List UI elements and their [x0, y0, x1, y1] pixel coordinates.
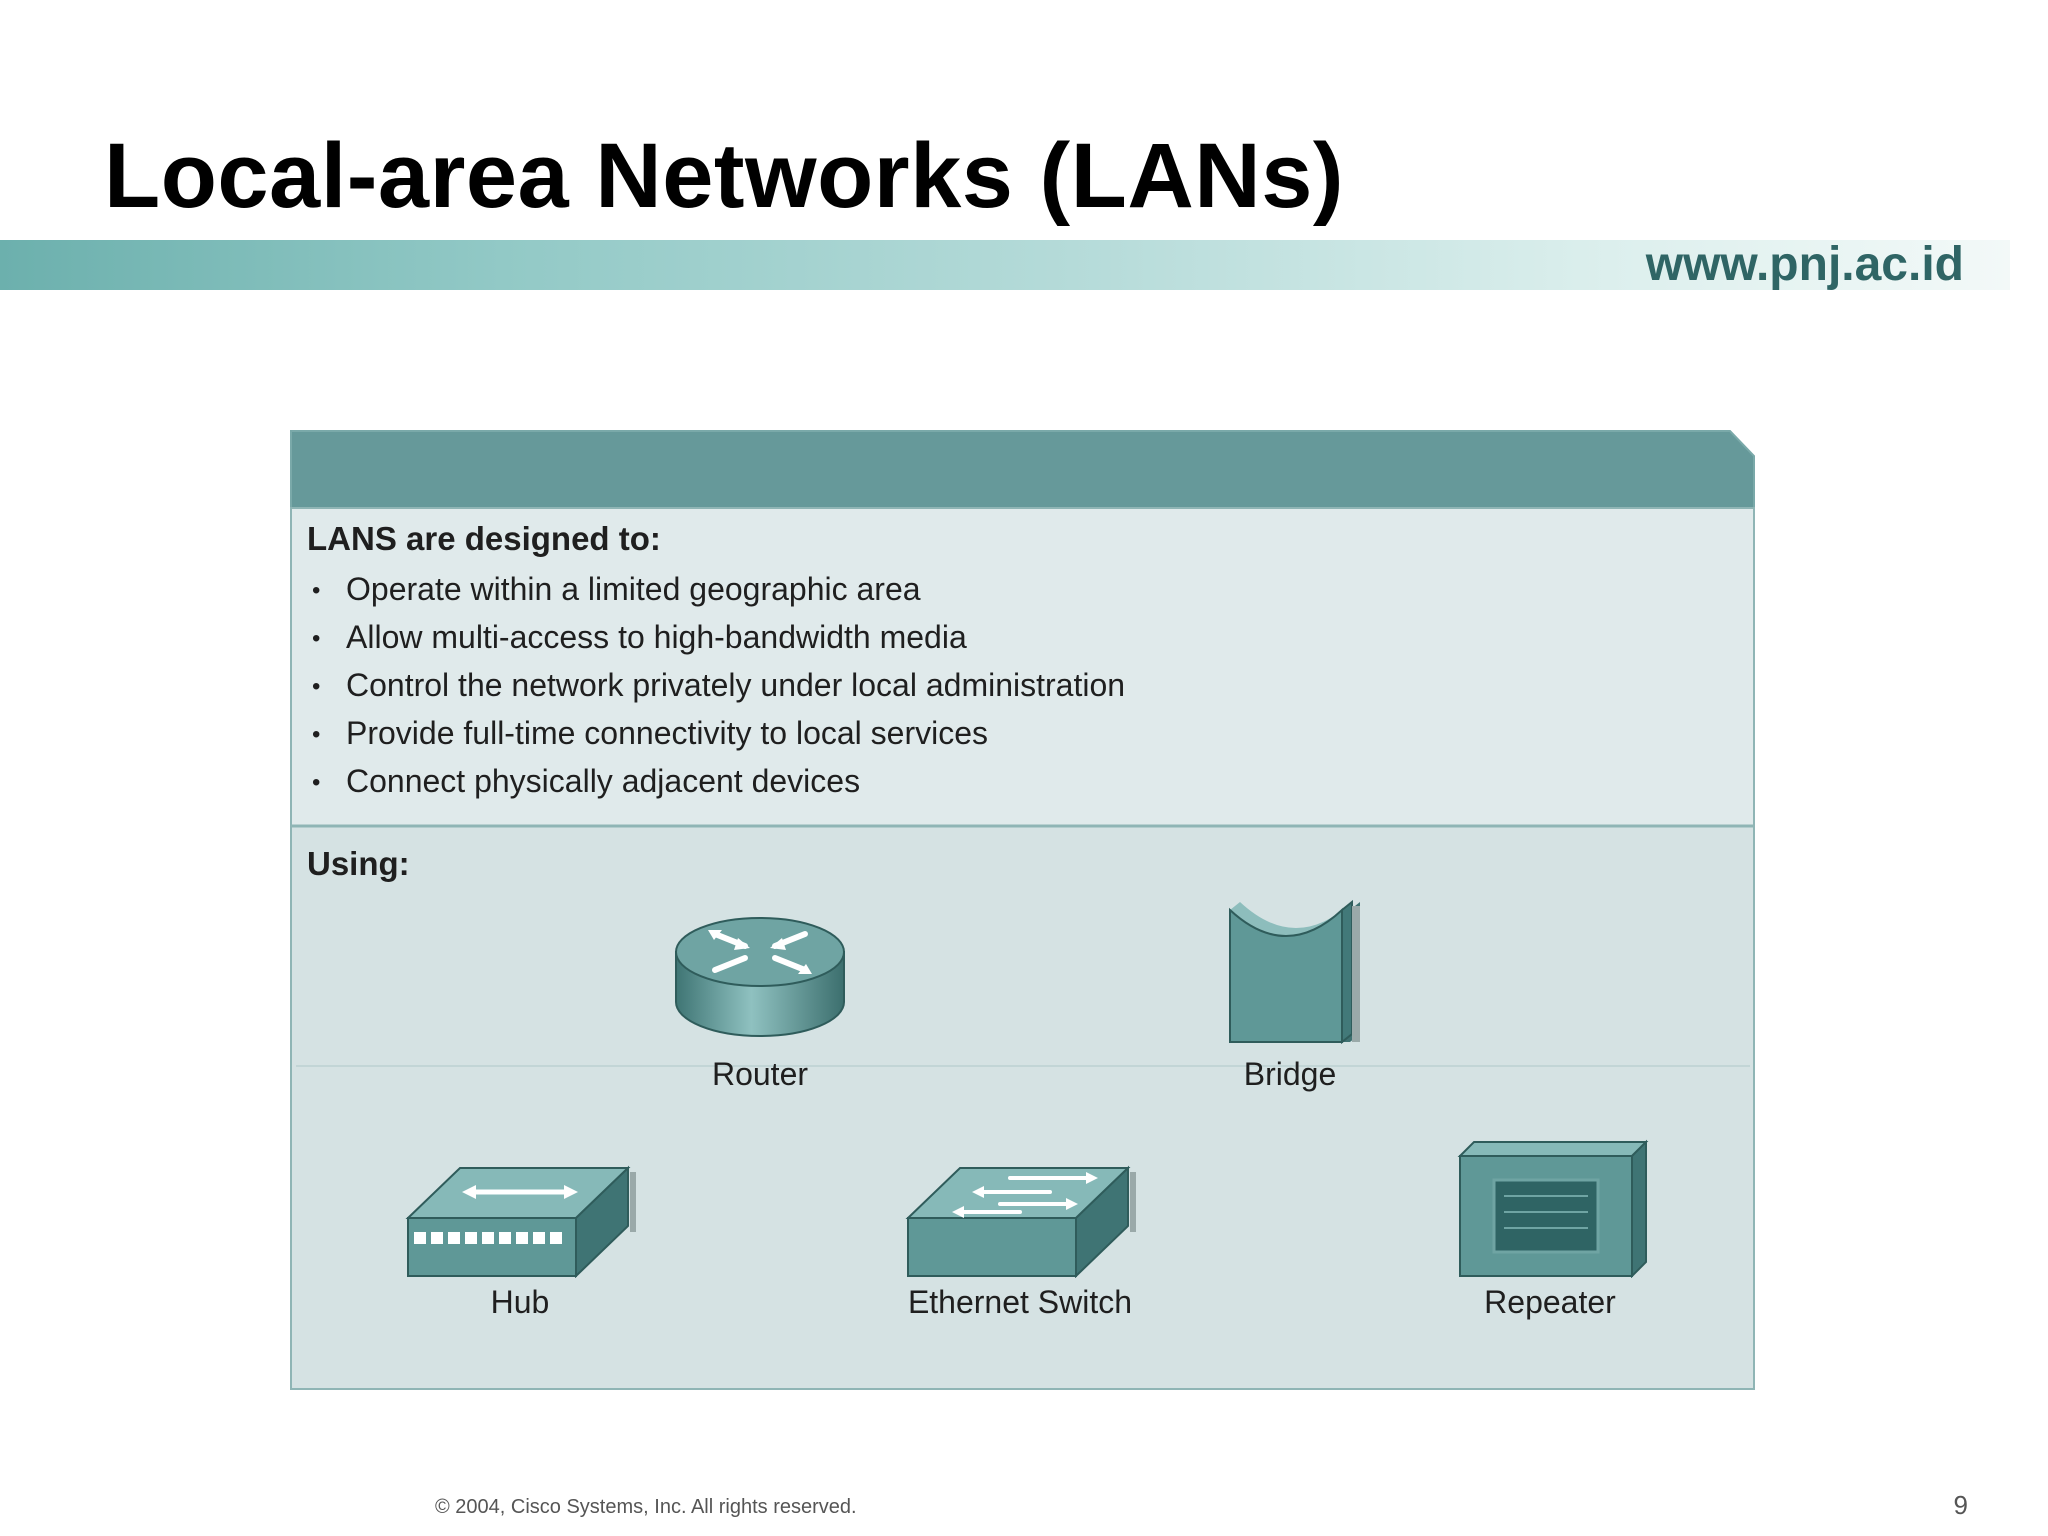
copyright-notice: © 2004, Cisco Systems, Inc. All rights r…	[435, 1496, 857, 1518]
slide-title: Local-area Networks (LANs)	[104, 125, 1344, 227]
list-item: • Connect physically adjacent devices	[312, 758, 1125, 806]
router-device: Router	[650, 910, 870, 1093]
bullet-icon: •	[312, 673, 321, 700]
bullet-icon: •	[312, 721, 321, 748]
bullet-icon: •	[312, 625, 321, 652]
ethernet-switch-device: Ethernet Switch	[890, 1148, 1150, 1321]
repeater-label: Repeater	[1484, 1284, 1616, 1320]
lan-panel: LANS are designed to: • Operate within a …	[290, 430, 1756, 1390]
list-item-text: Operate within a limited geographic area	[346, 571, 921, 607]
list-item: • Control the network privately under loc…	[312, 662, 1125, 710]
list-item: • Allow multi-access to high-bandwidth me…	[312, 614, 1125, 662]
repeater-device: Repeater	[1440, 1134, 1660, 1321]
bridge-icon	[1229, 899, 1360, 1045]
list-item-text: Provide full-time connectivity to local …	[346, 715, 989, 751]
bridge-label: Bridge	[1243, 1056, 1337, 1092]
list-item-text: Allow multi-access to high-bandwidth med…	[346, 619, 967, 655]
design-goals-list: • Operate within a limited geographic are…	[312, 566, 1125, 806]
title-band	[0, 240, 2010, 290]
router-icon	[675, 917, 845, 1037]
repeater-icon	[1457, 1139, 1649, 1278]
site-url: www.pnj.ac.id	[1645, 238, 1964, 291]
list-item-text: Connect physically adjacent devices	[346, 763, 861, 799]
panel-frame	[290, 430, 1755, 1390]
switch-icon	[905, 1165, 1136, 1278]
hub-label: Hub	[490, 1284, 550, 1320]
switch-label: Ethernet Switch	[907, 1284, 1133, 1320]
hub-icon	[405, 1165, 636, 1278]
hub-device: Hub	[400, 1148, 640, 1321]
designed-heading: LANS are designed to:	[307, 520, 661, 557]
bullet-icon: •	[312, 577, 321, 604]
bullet-icon: •	[312, 769, 321, 796]
using-heading: Using:	[307, 845, 410, 882]
page-number: 9	[1953, 1490, 1968, 1520]
list-item: • Operate within a limited geographic are…	[312, 566, 1125, 614]
list-item: • Provide full-time connectivity to local…	[312, 710, 1125, 758]
list-item-text: Control the network privately under loca…	[346, 667, 1126, 703]
bridge-device: Bridge	[1180, 892, 1400, 1093]
router-label: Router	[711, 1056, 809, 1092]
